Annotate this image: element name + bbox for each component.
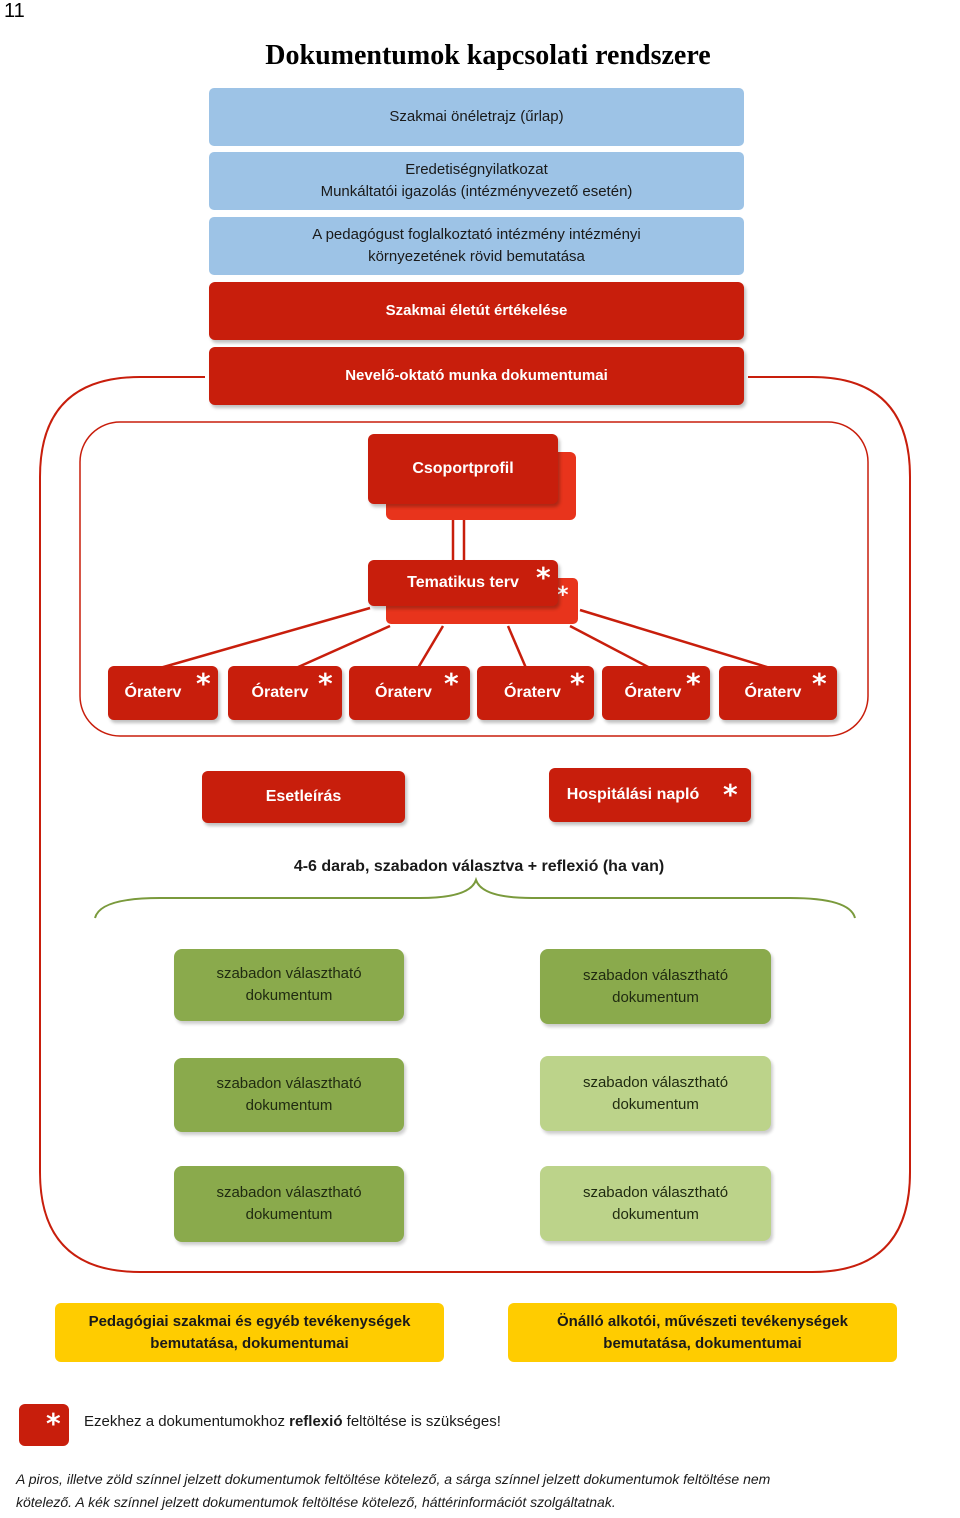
red-box-lesson-plan-5: Óraterv [602,666,710,720]
curly-brace [94,876,856,919]
green-box-4: szabadon választható dokumentum [540,949,771,1024]
yellow-box-pedagogical-line1: Pedagógiai szakmai és egyéb tevékenysége… [88,1312,411,1330]
free-choice-label: 4-6 darab, szabadon választva + reflexió… [293,858,665,875]
lesson-plan-2-star: * [318,667,333,700]
lesson-plan-5-star: * [686,667,701,700]
yellow-box-pedagogical: Pedagógiai szakmai és egyéb tevékenysége… [55,1303,444,1362]
green-box-4-line2: dokumentum [612,988,699,1006]
red-box-lesson-plan-4: Óraterv [477,666,594,720]
green-box-1: szabadon választható dokumentum [174,949,404,1021]
blue-box-declaration-line2: Munkáltatói igazolás (intézményvezető es… [320,183,633,200]
green-box-3-line1: szabadon választható [216,1184,362,1201]
green-box-6: szabadon választható dokumentum [540,1166,771,1241]
tematikus-shadow-star: * [557,583,569,608]
red-box-lesson-plan-1: Óraterv [108,666,218,720]
green-box-3-line2: dokumentum [245,1206,333,1223]
blue-box-institution-line2: környezetének rövid bemutatása [368,248,585,265]
blue-box-cv-text: Szakmai önéletrajz (űrlap) [389,108,564,125]
page-number: 11 [4,0,25,22]
legend-star: * [46,1407,61,1440]
red-box-career-evaluation: Szakmai életút értékelése [209,282,744,340]
red-box-lesson-plan-2: Óraterv [228,666,342,720]
yellow-box-pedagogical-line2: bemutatása, dokumentumai [150,1334,349,1352]
green-box-2-line2: dokumentum [245,1097,333,1114]
diagram-title: Dokumentumok kapcsolati rendszere [265,40,711,71]
outer-frame [39,376,911,1273]
yellow-box-artistic-line1: Önálló alkotói, művészeti tevékenységek [557,1312,848,1330]
green-box-1-line2: dokumentum [245,987,333,1004]
blue-box-institution: A pedagógust foglalkoztató intézmény int… [209,217,744,275]
legend-text: Ezekhez a dokumentumokhoz reflexió feltö… [84,1413,501,1430]
green-box-5-line2: dokumentum [612,1095,699,1113]
green-box-3: szabadon választható dokumentum [174,1166,404,1242]
legend-text-bold: reflexió [289,1413,343,1430]
red-box-case-description: Esetleírás [202,771,405,823]
green-box-4-line1: szabadon választható [582,966,729,984]
red-box-lesson-plan-6: Óraterv [719,666,837,720]
footnote-line2: kötelező. A kék színnel jelzett dokument… [16,1494,616,1510]
lesson-plan-1-star: * [196,667,211,700]
legend-text-before: Ezekhez a dokumentumokhoz [84,1413,290,1430]
green-box-5: szabadon választható dokumentum [540,1056,771,1131]
lesson-plan-4-star: * [570,667,585,700]
legend-text-after: feltöltése is szükséges! [342,1413,501,1430]
yellow-box-artistic-line2: bemutatása, dokumentumai [603,1334,802,1352]
yellow-box-artistic: Önálló alkotói, művészeti tevékenységek b… [508,1303,897,1362]
green-box-6-line2: dokumentum [612,1205,699,1223]
footnote-line1: A piros, illetve zöld színnel jelzett do… [16,1471,771,1487]
lesson-plan-3-star: * [444,667,459,700]
blue-box-declaration: Eredetiségnyilatkozat Munkáltatói igazol… [209,152,744,210]
blue-box-institution-line1: A pedagógust foglalkoztató intézmény int… [312,226,641,243]
red-box-thematic-plan: Tematikus terv [368,560,558,606]
green-box-2: szabadon választható dokumentum [174,1058,404,1132]
inner-frame [79,421,869,737]
observation-log-star: * [723,778,738,811]
green-box-1-line1: szabadon választható [216,965,362,982]
legend-red-box [19,1404,69,1446]
lesson-plan-6-star: * [812,667,827,700]
red-box-observation-log: Hospitálási napló [549,768,751,822]
footnote: A piros, illetve zöld színnel jelzett do… [16,1468,960,1514]
tematikus-star: * [536,561,551,594]
green-box-6-line1: szabadon választható [582,1183,729,1201]
blue-box-declaration-line1: Eredetiségnyilatkozat [405,161,548,178]
green-box-5-line1: szabadon választható [582,1073,729,1091]
red-box-teaching-docs: Nevelő-oktató munka dokumentumai [209,347,744,405]
green-box-2-line1: szabadon választható [216,1075,362,1092]
blue-box-cv: Szakmai önéletrajz (űrlap) [209,88,744,146]
red-box-group-profile: Csoportprofil [368,434,558,504]
red-box-lesson-plan-3: Óraterv [349,666,470,720]
